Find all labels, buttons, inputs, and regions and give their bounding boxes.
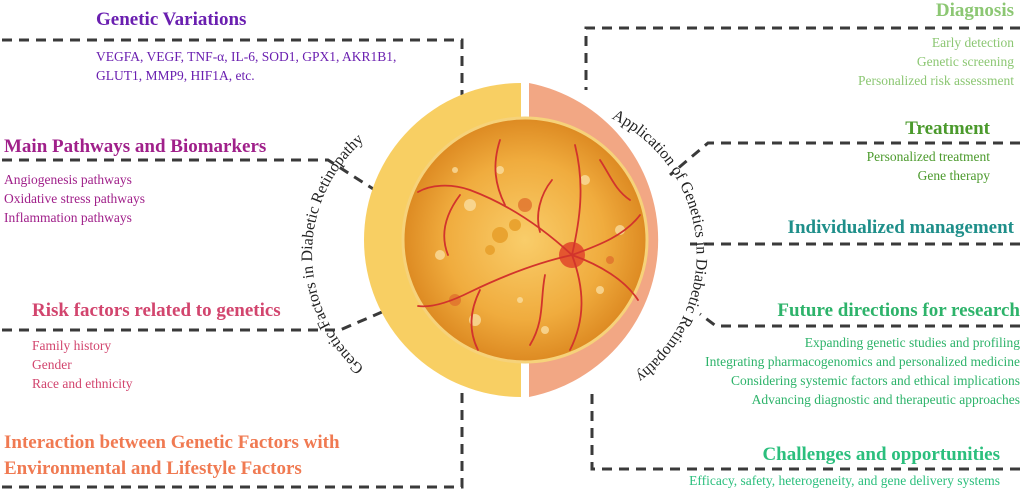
pathways-line: Oxidative stress pathways <box>4 191 145 206</box>
connector-pathways <box>2 158 379 194</box>
treatment-title: Treatment <box>905 118 990 139</box>
treatment-line: Personalized treatment <box>866 149 990 164</box>
challenges-line: Efficacy, safety, heterogeneity, and gen… <box>689 473 1000 488</box>
diagnosis-line: Early detection <box>931 35 1014 50</box>
interaction-title-line1: Interaction between Genetic Factors with <box>4 432 340 453</box>
interaction-title-line2: Environmental and Lifestyle Factors <box>4 458 302 479</box>
challenges-title: Challenges and opportunities <box>762 444 1000 465</box>
future-line: Considering systemic factors and ethical… <box>730 373 1020 388</box>
genetic-variations-title: Genetic Variations <box>96 9 247 30</box>
pathways-title: Main Pathways and Biomarkers <box>4 136 267 157</box>
left-arc-label: Genetic Factors in Diabetic Retinopathy <box>299 131 367 378</box>
hemorrhage-spots <box>485 219 521 255</box>
connector-challenges <box>590 392 1020 471</box>
diagnosis-title: Diagnosis <box>935 0 1014 21</box>
pathways-line: Inflammation pathways <box>4 210 132 225</box>
individualized-title: Individualized management <box>787 217 1014 238</box>
diagnosis-line: Personalized risk assessment <box>858 73 1014 88</box>
connector-interaction <box>2 392 464 489</box>
pathways-line: Angiogenesis pathways <box>4 172 132 187</box>
future-line: Integrating pharmacogenomics and persona… <box>705 354 1020 369</box>
connector-diagnosis <box>584 26 1020 90</box>
blood-vessels <box>417 139 641 351</box>
risk-factors-title: Risk factors related to genetics <box>32 300 281 321</box>
treatment-line: Gene therapy <box>917 168 990 183</box>
connector-genetic-variations <box>2 38 464 95</box>
connector-lines <box>2 26 1020 489</box>
future-title: Future directions for research <box>777 300 1020 321</box>
connector-treatment <box>669 141 1020 177</box>
risk-factors-line: Gender <box>32 357 72 372</box>
future-line: Expanding genetic studies and profiling <box>804 335 1020 350</box>
risk-factors-line: Family history <box>32 338 112 353</box>
diagnosis-line: Genetic screening <box>916 54 1014 69</box>
risk-factors-line: Race and ethnicity <box>32 376 133 391</box>
genetic-variations-line: GLUT1, MMP9, HIF1A, etc. <box>96 68 255 83</box>
genetic-variations-line: VEGFA, VEGF, TNF-α, IL-6, SOD1, GPX1, AK… <box>96 49 397 64</box>
future-line: Advancing diagnostic and therapeutic app… <box>751 392 1020 407</box>
